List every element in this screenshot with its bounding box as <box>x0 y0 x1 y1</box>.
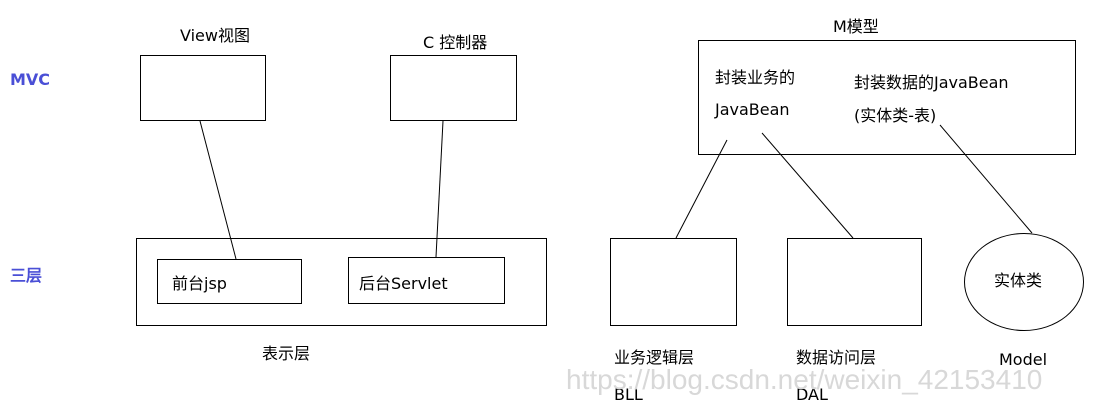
bll-box <box>610 238 737 326</box>
dal-box <box>787 238 922 326</box>
backend-label: 后台Servlet <box>359 274 448 293</box>
model-business-line1: 封装业务的 <box>715 68 796 87</box>
view-title: View视图 <box>180 26 250 45</box>
view-box <box>140 55 266 121</box>
entity-circle <box>964 233 1084 331</box>
dal-line1: 数据访问层 <box>796 348 877 367</box>
presentation-box <box>136 238 547 326</box>
bll-line2: BLL <box>614 385 643 404</box>
model-data-line2: (实体类-表) <box>854 106 937 125</box>
presentation-caption: 表示层 <box>262 344 311 363</box>
controller-box <box>390 55 517 121</box>
model-title: M模型 <box>833 17 879 36</box>
model-data-line1: 封装数据的JavaBean <box>854 73 1009 92</box>
backend-box <box>348 257 505 304</box>
frontend-box <box>157 259 302 304</box>
entity-caption: Model <box>999 350 1048 369</box>
view-to-frontend-line <box>199 120 237 260</box>
frontend-label: 前台jsp <box>172 274 227 293</box>
dal-line2: DAL <box>796 385 828 404</box>
data-to-entity-line <box>939 124 1033 234</box>
model-box <box>698 40 1076 155</box>
mvc-label: MVC <box>10 70 51 89</box>
business-to-bll-line <box>675 139 728 239</box>
model-business-line2: JavaBean <box>715 100 790 119</box>
controller-title: C 控制器 <box>423 33 488 52</box>
three-tier-label: 三层 <box>10 266 43 285</box>
bll-line1: 业务逻辑层 <box>614 348 695 367</box>
business-to-dal-line <box>761 132 854 239</box>
controller-to-backend-line <box>435 120 444 258</box>
entity-label: 实体类 <box>994 271 1043 290</box>
watermark: https://blog.csdn.net/weixin_42153410 <box>566 364 1043 395</box>
